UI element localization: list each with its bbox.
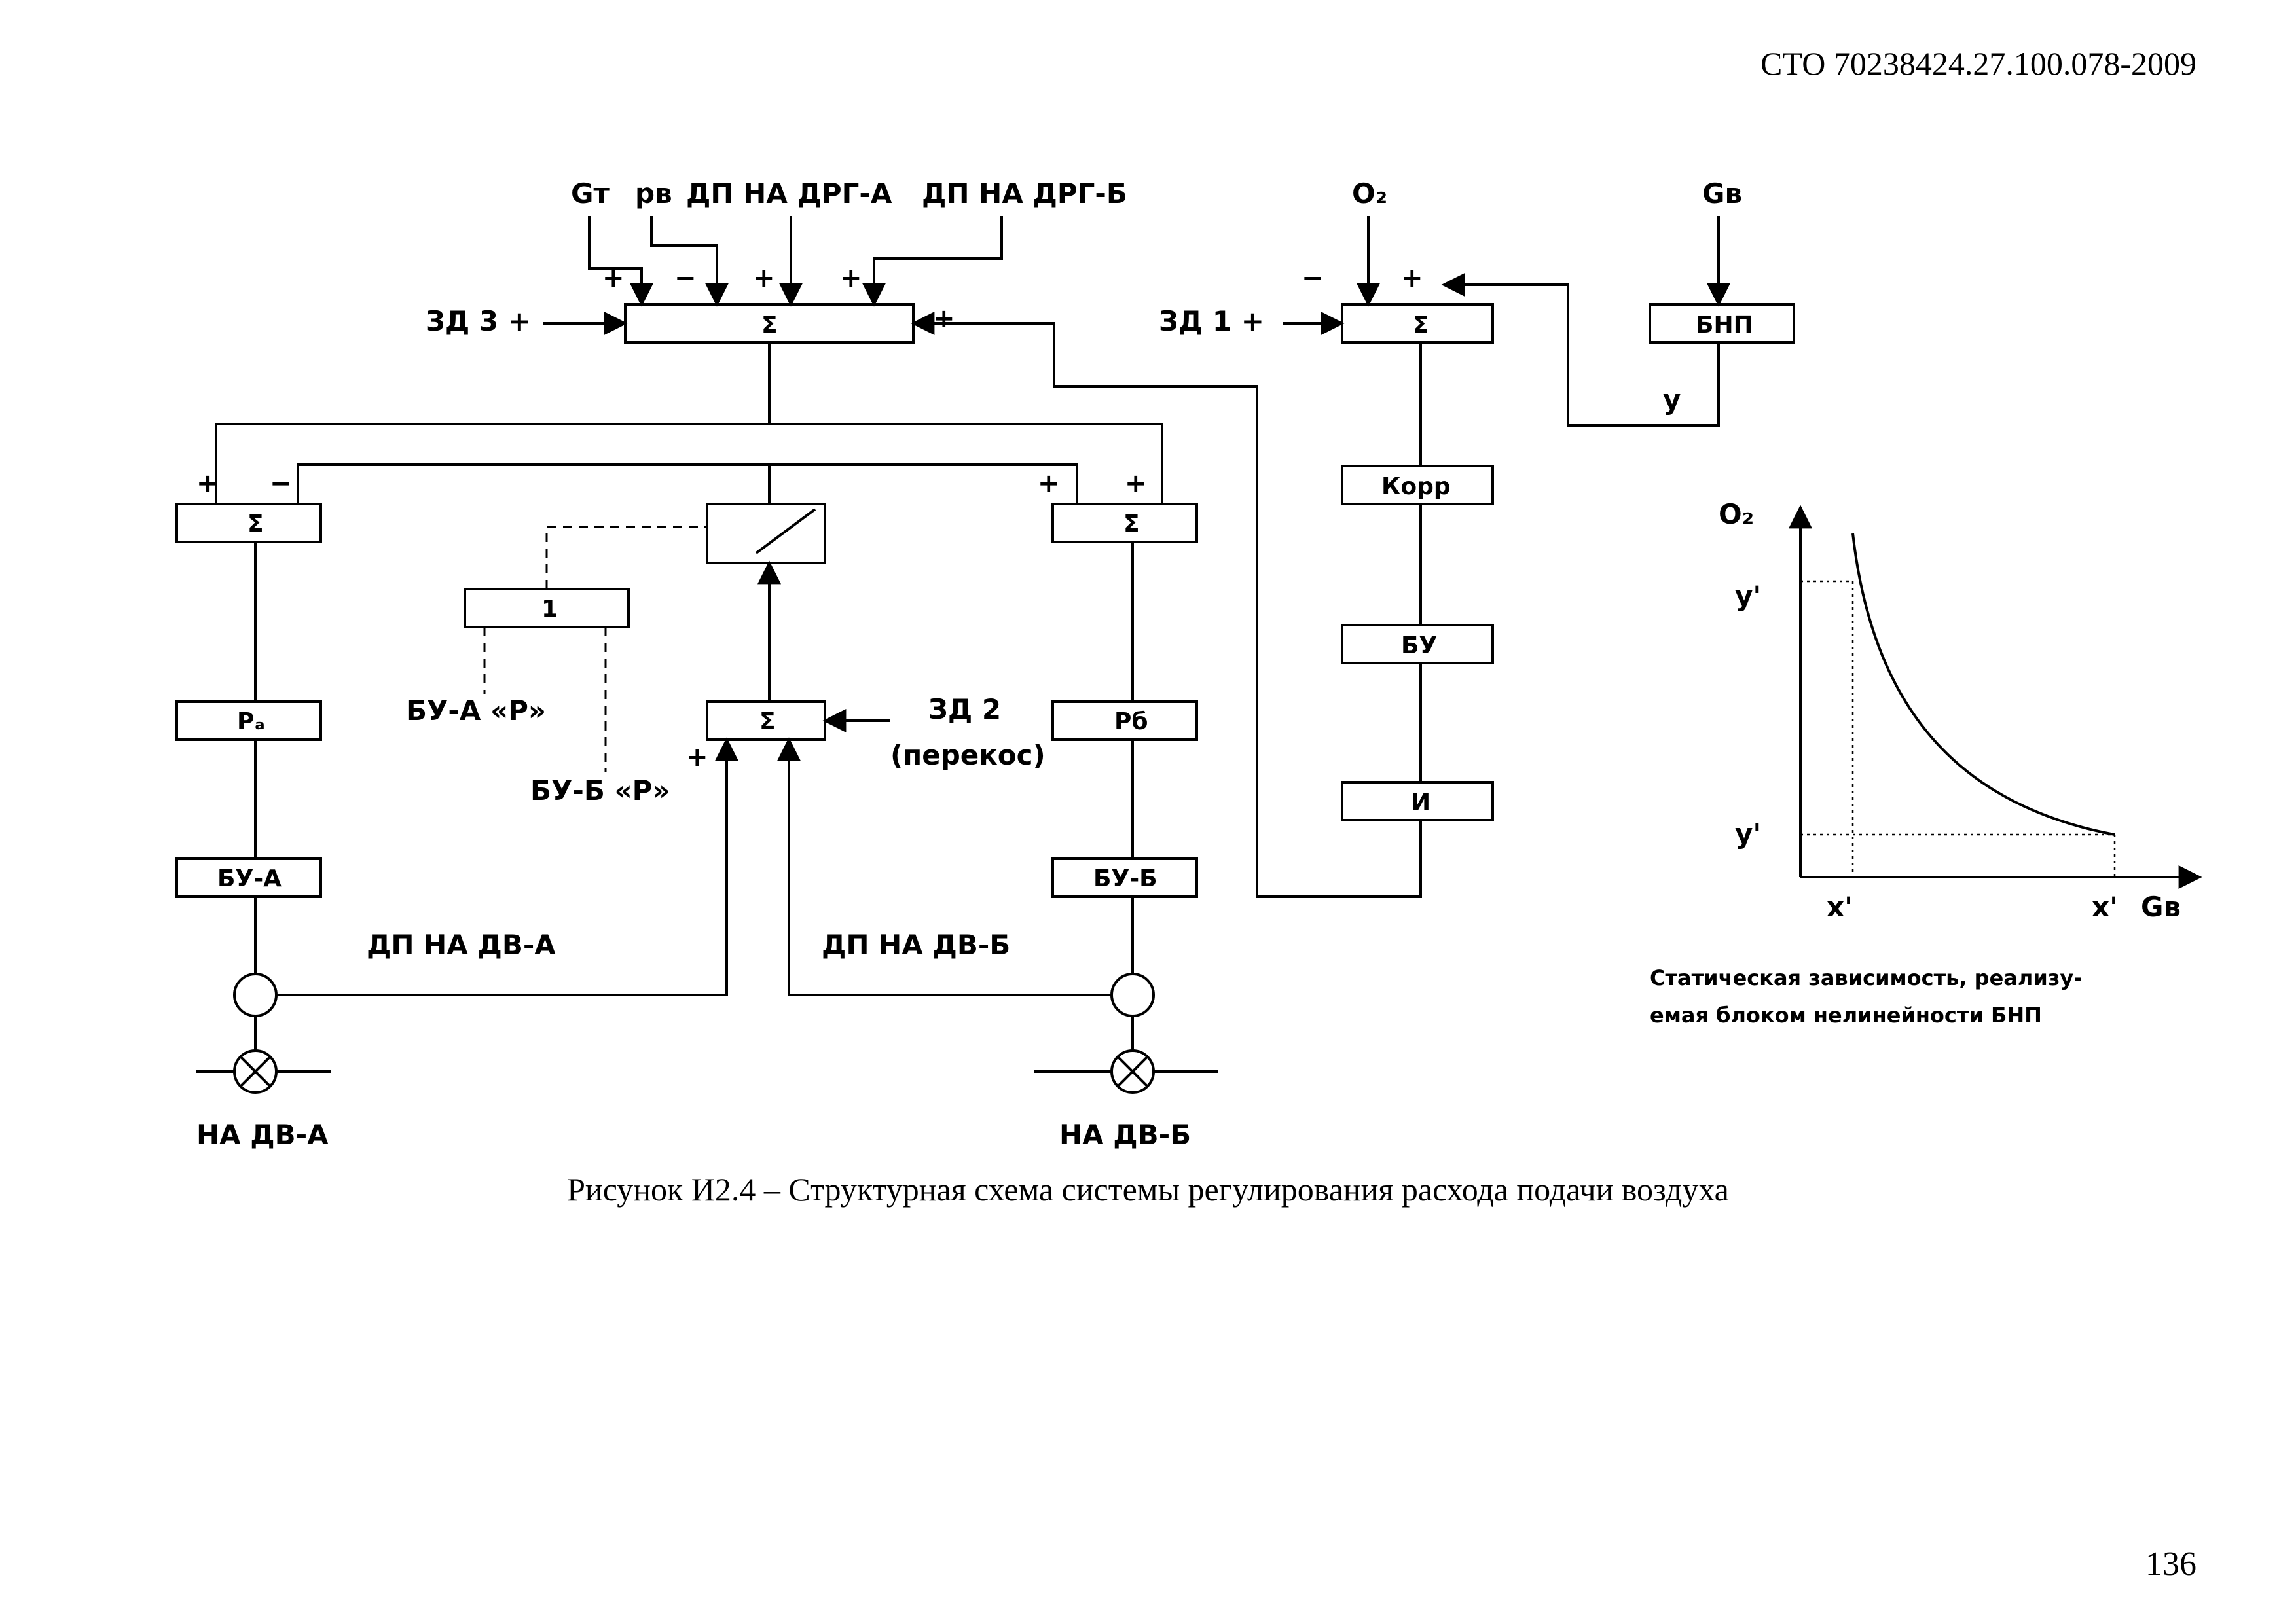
sum-label-o2: Σ (1413, 312, 1429, 338)
sum-label-center: Σ (759, 708, 776, 735)
pb-label: Pб (1114, 708, 1148, 735)
label-dp-drg-a: ДП НА ДРГ-А (686, 177, 892, 209)
sign-minus: − (270, 469, 292, 499)
sign-minus: − (1302, 263, 1324, 293)
sum-block-left (175, 503, 322, 543)
dp-dv-a-line (276, 737, 738, 996)
graph-curve (1851, 533, 2115, 836)
bus-line-inner (297, 463, 1078, 504)
motor-b (1110, 973, 1155, 1017)
korr-label: Корр (1381, 473, 1451, 500)
i-label: И (1411, 789, 1430, 816)
sign-plus: + (753, 263, 775, 293)
switch-block (706, 503, 826, 564)
sum-block-center (706, 700, 826, 741)
label-zd2: ЗД 2 (928, 693, 1001, 725)
sign-plus: + (1401, 263, 1423, 293)
graph-y-lower-label: y' (1735, 818, 1761, 850)
motor-a (233, 973, 278, 1017)
bnp-label: БНП (1696, 312, 1753, 338)
label-dp-drg-b: ДП НА ДРГ-Б (922, 177, 1127, 209)
sign-plus: + (1038, 469, 1060, 499)
sum-block-top (624, 303, 915, 344)
sign-plus: + (602, 263, 625, 293)
label-zd1: ЗД 1 + (1159, 305, 1264, 337)
page-number: 136 (2145, 1545, 2196, 1583)
input-line-pv (650, 216, 729, 307)
label-bu-a-p: БУ-А «Р» (406, 695, 546, 727)
label-pv: pв (635, 177, 672, 209)
graph-y-upper-label: y' (1735, 580, 1761, 612)
bu-label: БУ (1401, 632, 1437, 659)
graph-x-left-label: x' (1827, 891, 1853, 923)
sign-plus: + (196, 469, 219, 499)
graph-x-axis-label: Gв (2141, 891, 2181, 923)
pa-label: Pₐ (237, 708, 265, 735)
feedback-line-i (911, 312, 1422, 898)
graph-y-axis-label: O₂ (1719, 498, 1754, 530)
sign-plus: + (933, 304, 955, 334)
input-line-gt (588, 216, 653, 307)
korr-block (1341, 465, 1494, 505)
bu-a-label: БУ-А (217, 865, 282, 892)
sign-plus: + (686, 742, 708, 772)
pa-block (175, 700, 322, 741)
bu-b-label: БУ-Б (1093, 865, 1157, 892)
sum-label-right: Σ (1123, 511, 1140, 537)
pb-block (1051, 700, 1198, 741)
dp-dv-b-line (777, 737, 1112, 996)
logic-one-label: 1 (541, 596, 558, 623)
sum-label-left: Σ (247, 511, 264, 537)
label-na-dv-a: НА ДВ-А (196, 1119, 329, 1151)
input-line-dp-drg-b (862, 216, 1003, 307)
document-code: СТО 70238424.27.100.078-2009 (1760, 45, 2196, 82)
label-dp-dv-b: ДП НА ДВ-Б (822, 929, 1010, 961)
block-diagram: Gт pв ДП НА ДРГ-А ДП НА ДРГ-Б + − + + ЗД… (175, 177, 2202, 1151)
label-na-dv-b: НА ДВ-Б (1059, 1119, 1191, 1151)
bu-block (1341, 624, 1494, 664)
graph-caption-line1: Статическая зависимость, реализу- (1650, 965, 2082, 990)
i-block (1341, 781, 1494, 821)
sign-plus: + (840, 263, 862, 293)
label-gv: Gв (1702, 177, 1742, 209)
bnp-output-line (1441, 273, 1720, 427)
sum-block-right (1051, 503, 1198, 543)
sign-minus: − (674, 263, 697, 293)
label-bu-b-p: БУ-Б «Р» (530, 774, 670, 806)
label-gt: Gт (571, 177, 610, 209)
label-y: y (1663, 384, 1681, 416)
sum-label-top: Σ (761, 312, 778, 338)
figure-caption: Рисунок И2.4 – Структурная схема системы… (567, 1171, 1729, 1208)
label-zd2-note: (перекос) (890, 739, 1046, 771)
graph-caption-line2: емая блоком нелинейности БНП (1650, 1003, 2042, 1028)
sign-plus: + (1125, 469, 1147, 499)
label-dp-dv-a: ДП НА ДВ-А (367, 929, 556, 961)
dashed-line-to-switch (545, 526, 707, 589)
graph-x-right-label: x' (2092, 891, 2118, 923)
label-zd3: ЗД 3 + (426, 305, 531, 337)
bus-line-outer (215, 423, 1163, 504)
label-o2: O₂ (1352, 177, 1387, 209)
bu-b-block (1051, 857, 1198, 898)
bu-a-block (175, 857, 322, 898)
